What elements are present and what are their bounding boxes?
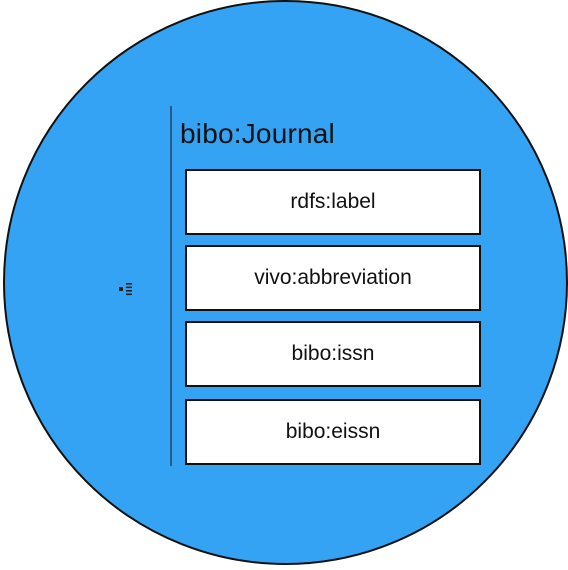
property-label: vivo:abbreviation xyxy=(254,266,412,289)
property-box-bibo-eissn[interactable]: bibo:eissn xyxy=(185,399,481,465)
property-box-bibo-issn[interactable]: bibo:issn xyxy=(185,321,481,387)
property-label: rdfs:label xyxy=(290,190,376,213)
vertical-divider xyxy=(170,106,172,466)
property-label: bibo:issn xyxy=(291,342,375,365)
property-label: bibo:eissn xyxy=(285,420,381,443)
property-box-vivo-abbreviation[interactable]: vivo:abbreviation xyxy=(185,245,481,311)
property-box-rdfs-label[interactable]: rdfs:label xyxy=(185,169,481,235)
list-drag-handle-icon[interactable] xyxy=(118,281,134,297)
class-title: bibo:Journal xyxy=(180,118,335,149)
